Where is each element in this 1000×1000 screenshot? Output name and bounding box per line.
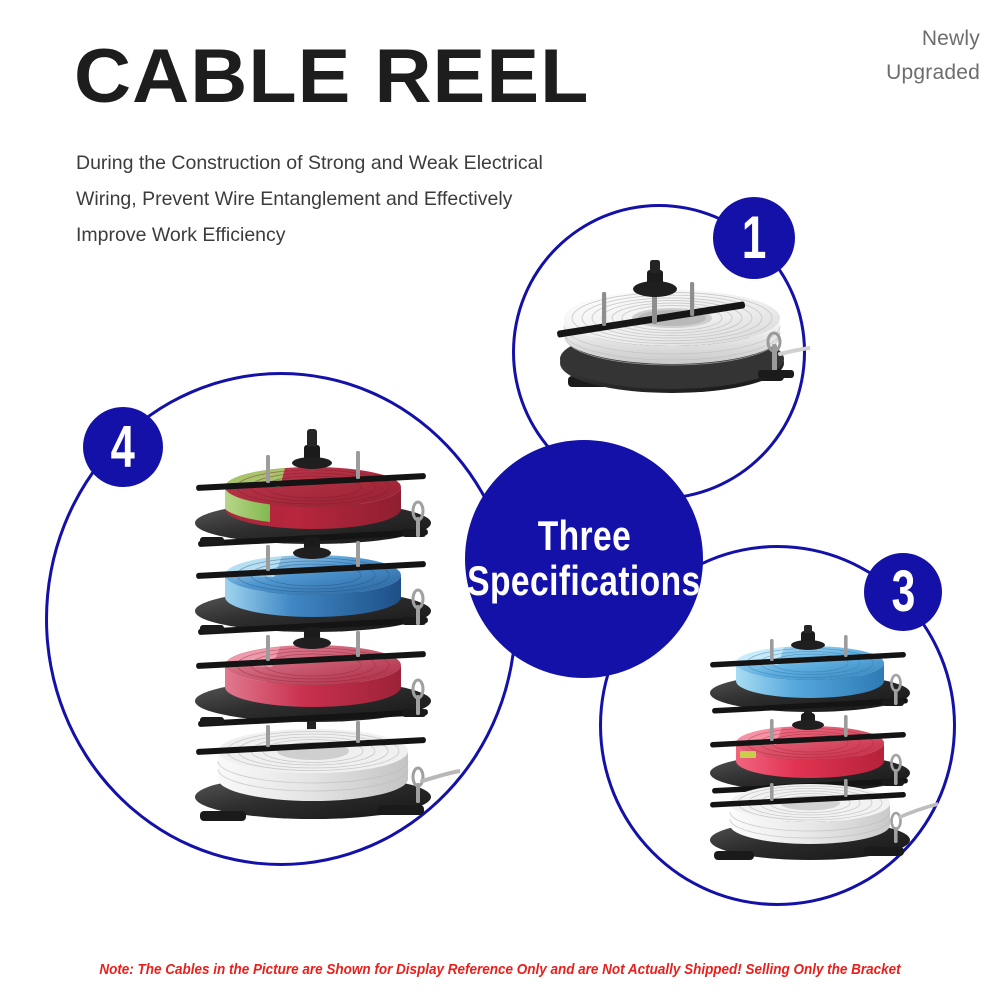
product-image-three-tier (688, 625, 938, 865)
callout-number-badge-3-label: 3 (891, 559, 915, 625)
center-hub-three-specifications: Three Specifications (465, 440, 703, 678)
tier-3 (195, 627, 431, 727)
tier-3 (710, 779, 938, 860)
tier-2 (195, 537, 431, 635)
newly-upgraded-line2: Upgraded (886, 61, 980, 84)
four-tier-reel-illustration (195, 429, 460, 821)
tier-1 (710, 625, 910, 714)
subtitle-line-2: Wiring, Prevent Wire Entanglement and Ef… (76, 188, 513, 210)
callout-number-badge-1-label: 1 (741, 204, 767, 272)
single-tier-reel-illustration (557, 260, 810, 393)
subtitle-line-1: During the Construction of Strong and We… (76, 152, 543, 174)
subtitle: During the Construction of Strong and We… (76, 145, 676, 253)
disclaimer-note: Note: The Cables in the Picture are Show… (99, 962, 901, 978)
newly-upgraded-tag: Newly Upgraded (760, 22, 980, 90)
callout-ring-three (599, 545, 956, 906)
callout-number-badge-1: 1 (713, 197, 795, 279)
subtitle-line-3: Improve Work Efficiency (76, 224, 286, 246)
product-image-four-tier (170, 425, 460, 840)
tier-2 (710, 713, 910, 794)
center-hub-line-2: Specifications (467, 557, 701, 604)
three-tier-reel-illustration (710, 625, 938, 860)
callout-number-badge-4-label: 4 (110, 413, 136, 481)
product-image-single-tier (540, 258, 810, 408)
tier-4 (195, 721, 460, 821)
center-hub-line-1: Three (537, 512, 631, 560)
tier-1 (195, 429, 431, 547)
newly-upgraded-line1: Newly (921, 27, 980, 50)
callout-number-badge-4: 4 (83, 407, 163, 487)
page-title: CABLE REEL (74, 34, 590, 119)
callout-number-badge-3: 3 (864, 553, 942, 631)
